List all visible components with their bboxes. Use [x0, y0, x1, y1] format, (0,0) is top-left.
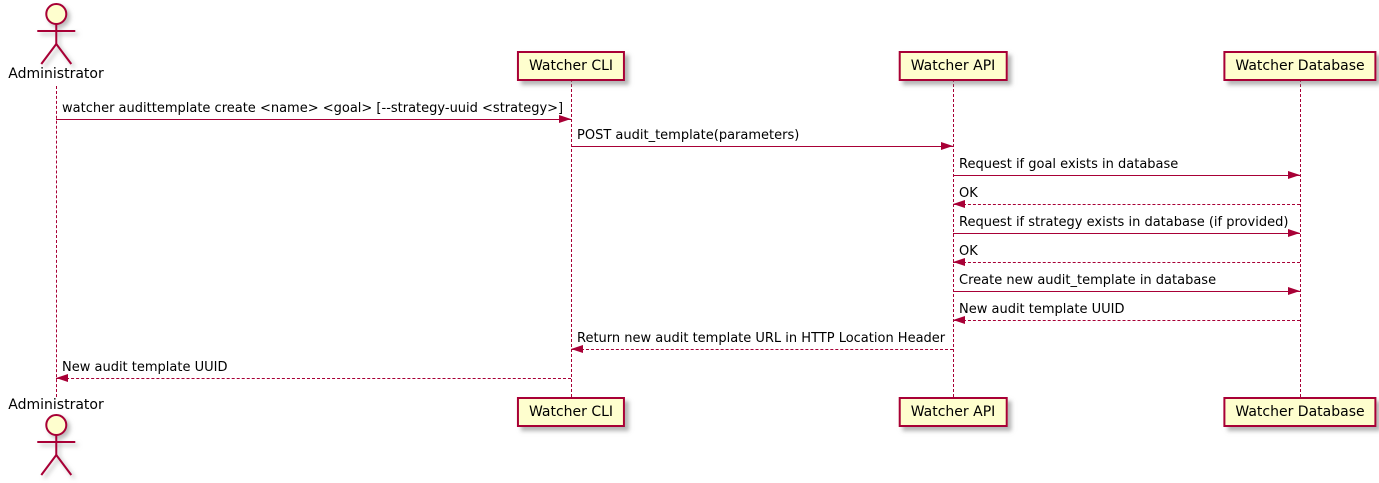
participant-box-db-bottom: Watcher Database [1223, 397, 1377, 427]
message-label-7: New audit template UUID [959, 302, 1125, 317]
message-label-9: New audit template UUID [62, 360, 228, 375]
arrowhead-icon [953, 200, 965, 208]
message-line-4 [953, 233, 1300, 234]
arrowhead-icon [941, 142, 953, 150]
participant-box-db-top: Watcher Database [1223, 51, 1377, 81]
actor-label: Administrator [8, 397, 104, 413]
lifeline-db [1300, 79, 1301, 397]
message-label-5: OK [959, 244, 978, 259]
message-line-8 [571, 349, 953, 350]
actor-bottom-admin: Administrator [8, 397, 104, 477]
arrowhead-icon [953, 258, 965, 266]
actor-icon [33, 2, 79, 66]
lifeline-admin [56, 86, 57, 397]
arrowhead-icon [953, 316, 965, 324]
participant-box-api-top: Watcher API [898, 51, 1008, 81]
participant-box-cli-bottom: Watcher CLI [516, 397, 626, 427]
actor-top-admin: Administrator [8, 2, 104, 82]
message-line-2 [953, 175, 1300, 176]
lifeline-cli [571, 79, 572, 397]
arrowhead-icon [1288, 171, 1300, 179]
actor-icon [33, 413, 79, 477]
message-line-9 [56, 378, 571, 379]
arrowhead-icon [559, 115, 571, 123]
message-line-7 [953, 320, 1300, 321]
arrowhead-icon [56, 374, 68, 382]
arrowhead-icon [1288, 287, 1300, 295]
arrowhead-icon [571, 345, 583, 353]
message-label-8: Return new audit template URL in HTTP Lo… [577, 331, 946, 346]
message-line-3 [953, 204, 1300, 205]
message-label-0: watcher audittemplate create <name> <goa… [62, 101, 564, 116]
message-line-0 [56, 119, 571, 120]
message-label-1: POST audit_template(parameters) [577, 128, 800, 143]
message-line-6 [953, 291, 1300, 292]
message-line-5 [953, 262, 1300, 263]
message-label-4: Request if strategy exists in database (… [959, 215, 1289, 230]
message-label-3: OK [959, 186, 978, 201]
lifeline-api [953, 79, 954, 397]
participant-box-cli-top: Watcher CLI [516, 51, 626, 81]
arrowhead-icon [1288, 229, 1300, 237]
message-label-2: Request if goal exists in database [959, 157, 1179, 172]
message-line-1 [571, 146, 953, 147]
participant-box-api-bottom: Watcher API [898, 397, 1008, 427]
actor-label: Administrator [8, 66, 104, 82]
message-label-6: Create new audit_template in database [959, 273, 1217, 288]
